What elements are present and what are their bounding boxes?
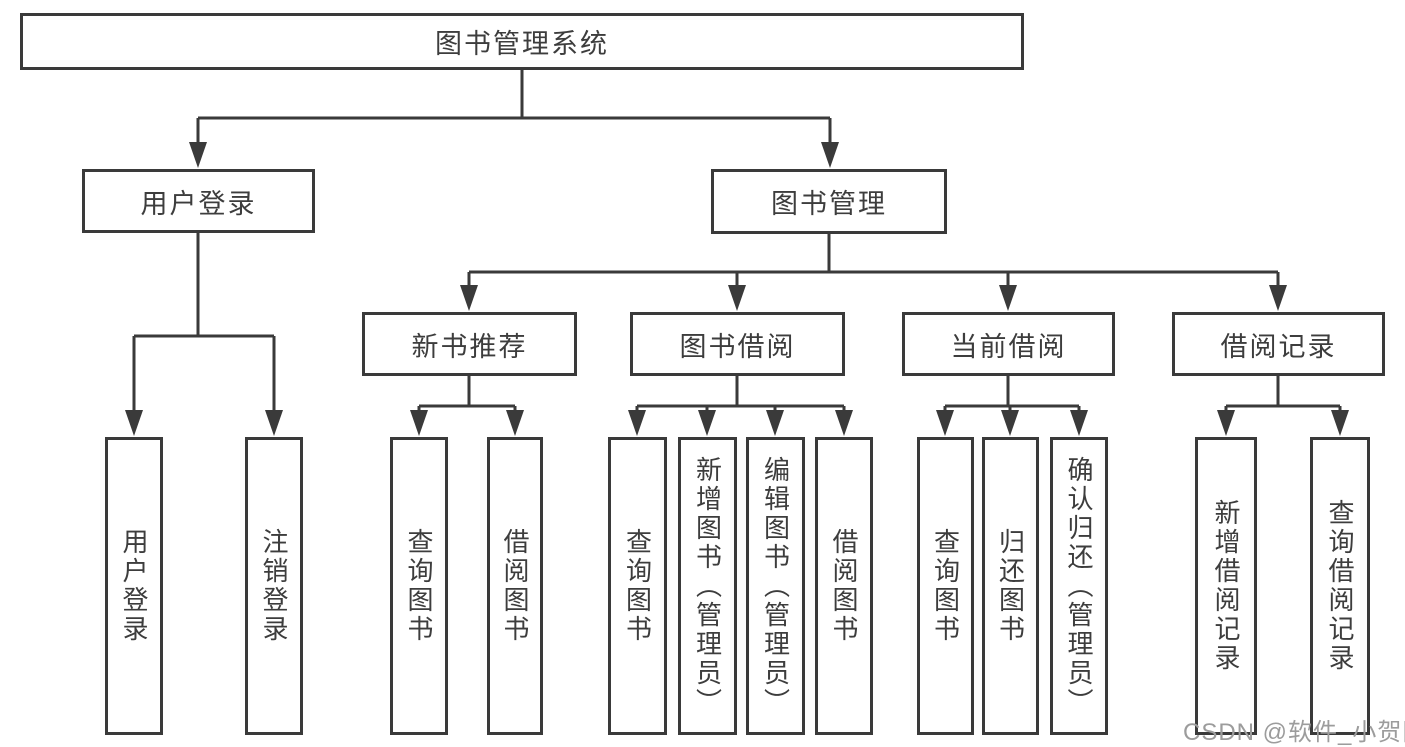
arrow-down-icon — [1217, 410, 1235, 436]
leaf-edit-books-admin: 编辑图书（管理员） — [746, 437, 805, 735]
arrow-down-icon — [628, 410, 646, 436]
connector-book-borrow — [628, 376, 853, 436]
arrow-down-icon — [125, 410, 143, 436]
leaf-add-borrow-record: 新增借阅记录 — [1195, 437, 1257, 735]
leaf-confirm-return-admin: 确认归还（管理员） — [1050, 437, 1108, 735]
leaf-user-login: 用户登录 — [105, 437, 163, 735]
arrow-down-icon — [936, 410, 954, 436]
leaf-add-books-admin: 新增图书（管理员） — [678, 437, 737, 735]
csdn-watermark: CSDN @软件_小贺同学 — [1183, 719, 1405, 746]
leaf-label: 归还图书 — [995, 528, 1026, 644]
section-borrow-records: 借阅记录 — [1172, 312, 1385, 376]
leaf-borrow-books: 借阅图书 — [487, 437, 543, 735]
leaf-label: 新增图书（管理员） — [692, 455, 723, 717]
arrow-down-icon — [410, 410, 428, 436]
leaf-label: 确认归还（管理员） — [1064, 455, 1094, 717]
connector-new-book — [410, 376, 524, 436]
leaf-label: 查询图书 — [622, 528, 653, 644]
leaf-logout: 注销登录 — [245, 437, 303, 735]
connector-borrow-records — [1217, 376, 1349, 436]
leaf-query-books: 查询图书 — [608, 437, 667, 735]
arrow-down-icon — [821, 142, 839, 168]
section-label: 图书借阅 — [679, 331, 796, 362]
arrow-down-icon — [766, 410, 784, 436]
section-book-borrow: 图书借阅 — [630, 312, 845, 376]
leaf-return-books: 归还图书 — [982, 437, 1039, 735]
leaf-label: 注销登录 — [259, 528, 289, 644]
arrow-down-icon — [1269, 285, 1287, 311]
arrow-down-icon — [265, 410, 283, 436]
arrow-down-icon — [698, 410, 716, 436]
arrow-down-icon — [189, 142, 207, 168]
leaf-label: 新增借阅记录 — [1211, 499, 1241, 673]
connector-root — [189, 69, 839, 168]
leaf-label: 查询图书 — [404, 528, 434, 644]
node-book-management-label: 图书管理 — [771, 189, 887, 219]
leaf-query-books: 查询图书 — [917, 437, 974, 735]
leaf-label: 查询借阅记录 — [1325, 499, 1355, 673]
leaf-query-borrow-record: 查询借阅记录 — [1310, 437, 1370, 735]
arrow-down-icon — [506, 410, 524, 436]
arrow-down-icon — [1331, 410, 1349, 436]
arrow-down-icon — [460, 285, 478, 311]
leaf-borrow-books: 借阅图书 — [815, 437, 873, 735]
node-root-label: 图书管理系统 — [435, 29, 609, 59]
node-user-login-label: 用户登录 — [140, 188, 257, 219]
arrow-down-icon — [999, 285, 1017, 311]
node-user-login: 用户登录 — [82, 169, 315, 233]
connector-user-login — [125, 233, 283, 436]
section-current-borrow: 当前借阅 — [902, 312, 1115, 376]
leaf-label: 查询图书 — [930, 528, 961, 644]
arrow-down-icon — [835, 410, 853, 436]
leaf-label: 编辑图书（管理员） — [760, 455, 791, 717]
node-book-management: 图书管理 — [711, 169, 947, 234]
section-label: 借阅记录 — [1220, 331, 1337, 362]
leaf-query-books: 查询图书 — [390, 437, 448, 735]
arrow-down-icon — [728, 285, 746, 311]
arrow-down-icon — [1070, 410, 1088, 436]
leaf-label: 用户登录 — [119, 528, 149, 644]
leaf-label: 借阅图书 — [829, 528, 859, 644]
node-root: 图书管理系统 — [20, 13, 1024, 70]
section-label: 当前借阅 — [950, 331, 1067, 362]
arrow-down-icon — [1001, 410, 1019, 436]
section-label: 新书推荐 — [411, 331, 528, 362]
leaf-label: 借阅图书 — [500, 528, 530, 644]
connector-current-borrow — [936, 376, 1088, 436]
section-new-book-recommend: 新书推荐 — [362, 312, 577, 376]
connector-book-management — [460, 234, 1287, 311]
